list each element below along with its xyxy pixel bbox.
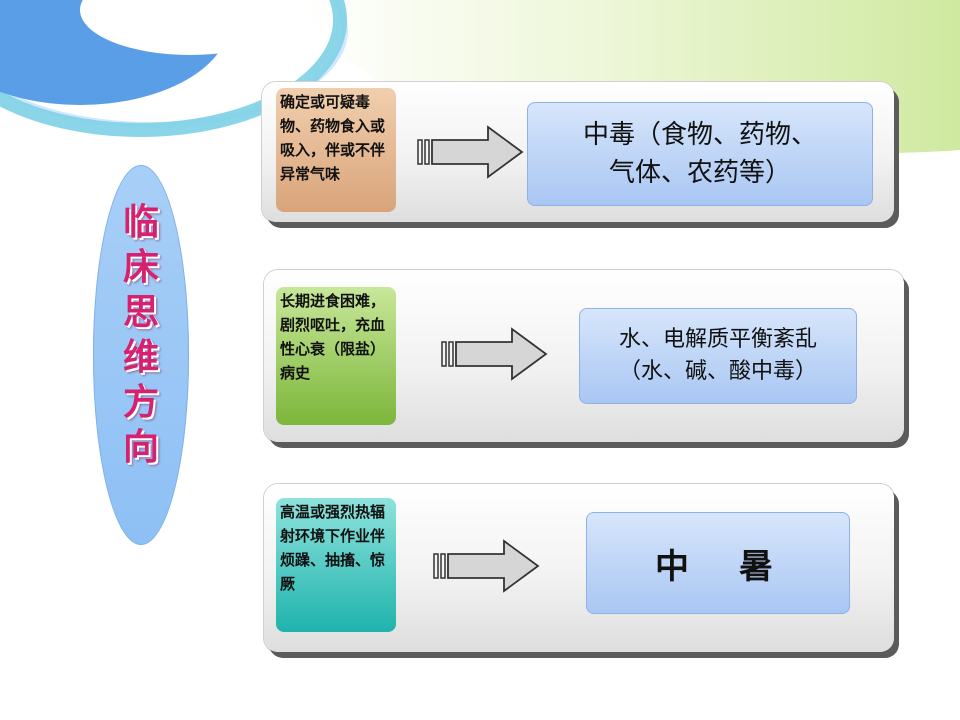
result-line: 气体、农药等） xyxy=(608,158,791,188)
result-line: 中毒（食物、药物、 xyxy=(582,120,817,150)
right-arrow-icon xyxy=(433,539,540,593)
result-line: （水、碱、酸中毒） xyxy=(618,359,817,384)
side-title-char: 临 xyxy=(122,201,159,243)
condition-box: 高温或强烈热辐射环境下作业伴烦躁、抽搐、惊厥 xyxy=(276,498,396,632)
side-title-char: 思 xyxy=(122,291,159,333)
right-arrow-icon xyxy=(417,125,524,179)
side-title-char: 床 xyxy=(122,246,159,288)
side-title: 临 床 思 维 方 向 xyxy=(118,200,164,470)
condition-box: 确定或可疑毒物、药物食入或吸入，伴或不伴异常气味 xyxy=(276,88,396,212)
side-title-char: 维 xyxy=(122,336,159,378)
result-line: 中 暑 xyxy=(655,546,781,587)
result-box: 中毒（食物、药物、 气体、农药等） xyxy=(527,102,873,206)
condition-box: 长期进食困难，剧烈呕吐，充血性心衰（限盐）病史 xyxy=(276,287,396,425)
side-title-oval xyxy=(93,165,189,545)
right-arrow-icon xyxy=(441,327,548,381)
side-title-char: 向 xyxy=(122,426,159,468)
result-box: 中 暑 xyxy=(586,512,850,614)
side-title-char: 方 xyxy=(122,381,159,423)
result-box: 水、电解质平衡紊乱 （水、碱、酸中毒） xyxy=(579,308,857,404)
result-line: 水、电解质平衡紊乱 xyxy=(618,327,817,352)
